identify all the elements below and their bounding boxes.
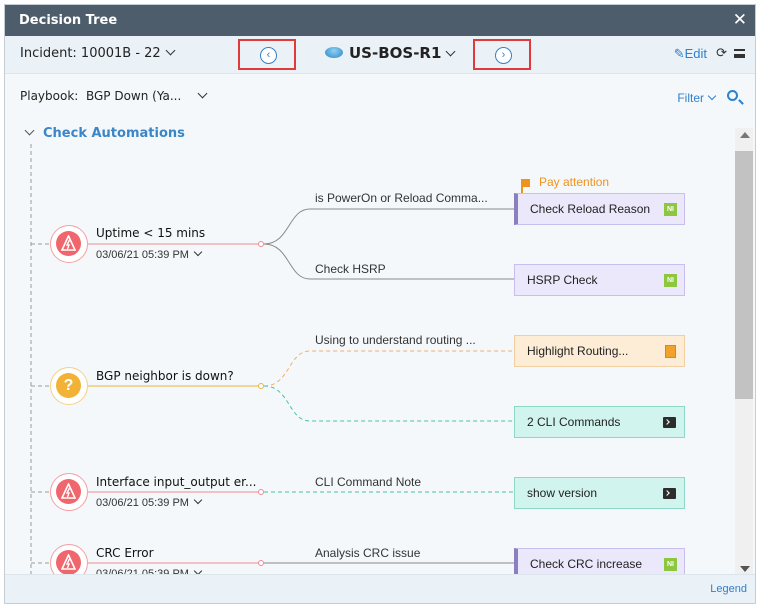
timestamp-text: 03/06/21 05:39 PM [96, 249, 189, 261]
title-bar: Decision Tree ✕ [5, 5, 755, 36]
card-label: Check CRC increase [530, 557, 643, 571]
legend-link[interactable]: Legend [710, 583, 747, 595]
timestamp-text: 03/06/21 05:39 PM [96, 497, 189, 509]
automation-card[interactable]: show version [514, 477, 685, 509]
edge-dot [258, 383, 264, 389]
filter-label: Filter [677, 91, 704, 105]
scroll-down-arrow-icon[interactable] [740, 566, 750, 572]
card-label: 2 CLI Commands [527, 415, 621, 429]
edge-dot [258, 560, 264, 566]
playbook-label: Playbook: [20, 89, 79, 103]
card-label: Highlight Routing... [527, 344, 629, 358]
pencil-icon: ✎ [673, 46, 685, 61]
edge-label: is PowerOn or Reload Comma... [315, 191, 488, 205]
question-icon: ? [56, 373, 81, 398]
decision-tree-window: Decision Tree ✕ Incident: 10001B - 22 ‹ … [4, 4, 756, 604]
chevron-down-icon [193, 495, 203, 505]
device-name: US-BOS-R1 [349, 44, 442, 62]
router-icon [325, 47, 343, 58]
edge-label: Check HSRP [315, 262, 386, 276]
automation-card[interactable]: Check Reload Reason NI [514, 193, 685, 225]
edge-label: Analysis CRC issue [315, 546, 421, 560]
node-timestamp[interactable]: 03/06/21 05:39 PM [96, 247, 203, 261]
card-label: HSRP Check [527, 273, 598, 287]
card-label: show version [527, 486, 598, 500]
warning-icon [61, 483, 76, 499]
scrollbar-thumb[interactable] [735, 151, 753, 399]
alert-node[interactable] [50, 225, 88, 263]
node-title[interactable]: Uptime < 15 mins [96, 226, 206, 240]
refresh-icon[interactable]: ⟳ [716, 45, 727, 60]
flag-icon [521, 179, 530, 193]
scroll-up-arrow-icon[interactable] [740, 132, 750, 138]
vertical-scrollbar[interactable] [735, 128, 753, 576]
cli-icon [663, 488, 676, 499]
ni-icon: NI [664, 558, 677, 571]
question-node[interactable]: ? [50, 367, 88, 405]
ni-icon: NI [664, 203, 677, 216]
edge-label: Using to understand routing ... [315, 333, 476, 347]
alert-node[interactable] [50, 473, 88, 511]
search-icon[interactable] [727, 90, 738, 101]
automation-card[interactable]: Highlight Routing... [514, 335, 685, 367]
edge-line [263, 208, 514, 245]
edge-line [263, 385, 514, 422]
chevron-down-icon [193, 247, 203, 257]
cli-icon [663, 417, 676, 428]
edge-line [263, 243, 514, 280]
warning-icon [61, 554, 76, 570]
node-title[interactable]: Interface input_output er... [96, 475, 257, 489]
node-timestamp[interactable]: 03/06/21 05:39 PM [96, 495, 203, 509]
footer-bar: Legend [5, 574, 755, 603]
section-header[interactable]: Check Automations [24, 125, 185, 141]
next-device-button[interactable]: › [473, 39, 531, 70]
edit-button[interactable]: ✎Edit [674, 46, 707, 62]
incident-label: Incident: 10001B - 22 [20, 46, 161, 61]
automation-card[interactable]: 2 CLI Commands [514, 406, 685, 438]
automation-card[interactable]: HSRP Check NI [514, 264, 685, 296]
card-label: Check Reload Reason [530, 202, 651, 216]
menu-icon[interactable] [734, 49, 745, 58]
pay-attention-flag: Pay attention [521, 175, 610, 193]
edge-dot [258, 241, 264, 247]
ni-icon: NI [664, 274, 677, 287]
incident-selector[interactable]: Incident: 10001B - 22 [20, 45, 176, 61]
warning-icon [61, 235, 76, 251]
filter-button[interactable]: Filter [677, 91, 717, 105]
device-selector[interactable]: US-BOS-R1 [325, 44, 456, 62]
edge-label: CLI Command Note [315, 475, 422, 489]
close-icon[interactable]: ✕ [732, 10, 747, 29]
section-title: Check Automations [43, 126, 185, 141]
edge-line [263, 350, 514, 387]
playbook-value: BGP Down (Ya... [85, 89, 182, 103]
node-title[interactable]: CRC Error [96, 546, 154, 560]
chevron-right-icon: › [495, 47, 512, 64]
tree-connectors [30, 144, 514, 577]
playbook-selector[interactable]: Playbook: BGP Down (Ya... [20, 88, 208, 103]
edit-label: Edit [684, 46, 707, 61]
top-toolbar: Incident: 10001B - 22 ‹ US-BOS-R1 › ✎Edi… [5, 36, 755, 74]
note-icon [665, 345, 676, 358]
node-title[interactable]: BGP neighbor is down? [96, 369, 234, 383]
pay-attention-label: Pay attention [539, 175, 610, 189]
prev-device-button[interactable]: ‹ [238, 39, 296, 70]
chevron-left-icon: ‹ [260, 47, 277, 64]
edge-dot [258, 489, 264, 495]
window-title: Decision Tree [19, 13, 118, 28]
